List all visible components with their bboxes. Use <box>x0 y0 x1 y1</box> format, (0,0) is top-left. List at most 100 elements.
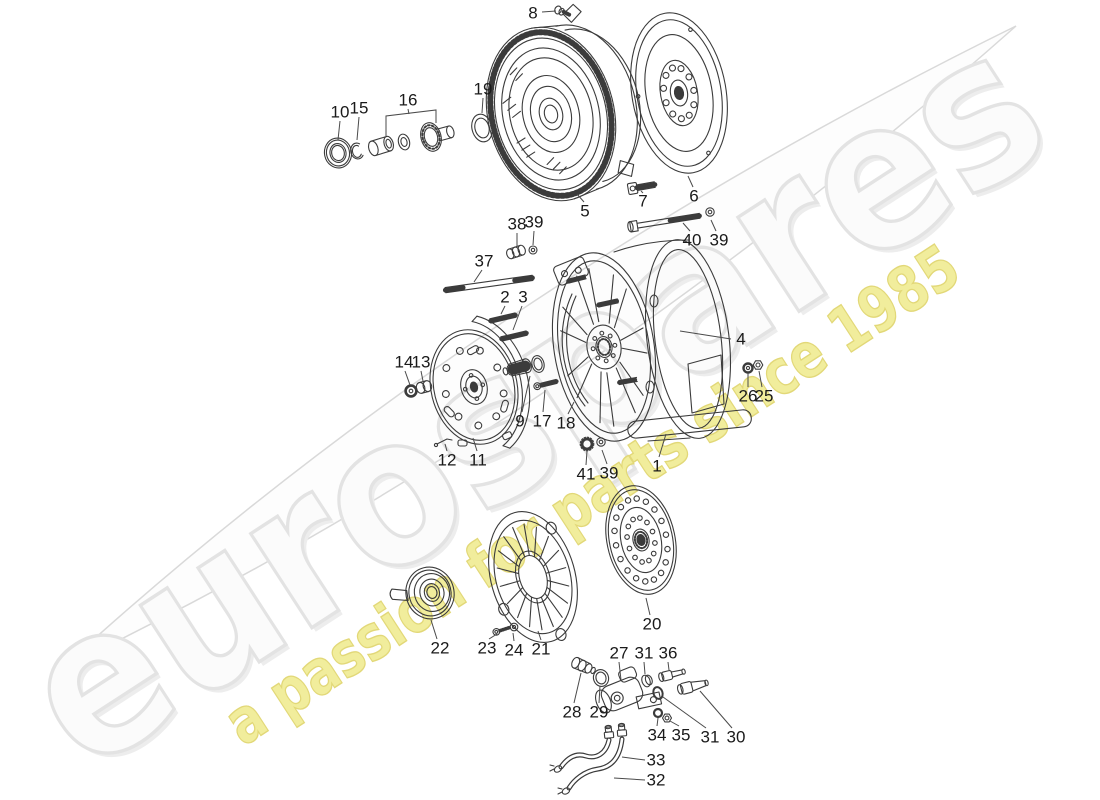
part-bleeder-36 <box>658 668 686 683</box>
leader-line-34 <box>656 717 659 727</box>
hole <box>632 574 640 582</box>
hole <box>706 150 711 156</box>
leader-line-29 <box>598 685 601 704</box>
part-bolt-7 <box>626 181 658 195</box>
part-bolt-17 <box>533 378 559 391</box>
spoke-edge <box>613 288 627 329</box>
leader-line-10 <box>337 120 341 141</box>
hole <box>660 84 668 92</box>
leader-line-20 <box>645 597 651 616</box>
part-callout-30: 30 <box>727 728 746 747</box>
hole <box>603 358 609 364</box>
leader-line-37 <box>473 269 483 283</box>
hole <box>592 335 598 341</box>
leader-line-41 <box>585 450 588 466</box>
hole <box>662 99 670 107</box>
spring-finger <box>538 535 549 562</box>
part-callout-29: 29 <box>590 703 609 722</box>
part-washer-26 <box>742 362 754 374</box>
leader-line-2 <box>500 305 506 315</box>
leader-line-35 <box>669 720 680 727</box>
hole <box>650 576 658 583</box>
spring-finger <box>540 596 554 628</box>
hole <box>662 71 670 79</box>
leader-line-17 <box>542 389 546 413</box>
hole <box>441 390 450 398</box>
hole <box>633 495 640 502</box>
hole <box>474 421 483 430</box>
part-callout-3: 3 <box>518 288 527 307</box>
spring-finger <box>533 526 537 558</box>
leader-line-8 <box>541 10 557 13</box>
hole <box>493 363 502 372</box>
hole <box>442 364 451 372</box>
spoke-edge <box>608 274 614 324</box>
part-callout-11: 11 <box>469 451 487 470</box>
leader-line-3 <box>512 305 523 331</box>
hole <box>662 531 670 538</box>
spoke-edge <box>567 356 589 377</box>
part-hoses-32-33 <box>549 722 628 795</box>
spoke-edge <box>615 367 636 414</box>
hole <box>635 94 641 99</box>
spring-finger <box>547 580 570 587</box>
part-callout-37: 37 <box>475 252 494 271</box>
leader-line-19 <box>481 97 484 114</box>
part-callout-6: 6 <box>689 187 698 206</box>
leader-line-32 <box>613 777 646 781</box>
swoosh-graphic <box>61 25 1017 669</box>
part-screw-8 <box>554 5 572 17</box>
spring-finger <box>506 587 523 605</box>
part-callout-21: 21 <box>532 640 551 659</box>
part-callout-4: 4 <box>736 330 745 349</box>
hole <box>611 527 618 535</box>
part-bushing-16a <box>367 135 395 157</box>
leader-line-9 <box>521 375 531 413</box>
hole <box>632 554 638 561</box>
spoke-edge <box>588 268 600 323</box>
part-callout-20: 20 <box>643 615 662 634</box>
part-transmission-case-1 <box>551 239 752 442</box>
part-callout-25: 25 <box>755 387 774 406</box>
part-callout-39: 39 <box>525 213 544 232</box>
hole <box>637 515 643 521</box>
part-bearing-10 <box>323 137 353 169</box>
part-stud-2 <box>488 312 518 324</box>
part-washer-41 <box>579 436 595 452</box>
part-ring-16b <box>397 133 411 151</box>
leader-line-23 <box>488 633 498 640</box>
part-callout-41: 41 <box>577 465 596 484</box>
part-callout-28: 28 <box>563 703 582 722</box>
spoke-edge <box>560 330 587 343</box>
part-washer-39c <box>596 437 606 447</box>
part-flywheel-6 <box>630 12 728 174</box>
hole <box>688 27 693 32</box>
part-fitting-28 <box>571 656 596 675</box>
part-callout-27: 27 <box>610 644 629 663</box>
part-ring-31a <box>641 674 653 688</box>
part-ring-31b <box>652 686 664 700</box>
part-nut-35 <box>661 713 673 723</box>
leader-line-27 <box>618 661 622 681</box>
part-washer-39b <box>528 245 538 255</box>
leader-line-4 <box>679 330 732 340</box>
hole <box>612 542 620 549</box>
hole <box>492 412 501 421</box>
hole <box>690 86 698 94</box>
hole <box>630 516 636 523</box>
part-plug-38 <box>506 244 526 260</box>
hole <box>642 578 649 585</box>
hole <box>652 540 658 546</box>
part-callout-19: 19 <box>474 80 493 99</box>
leader-line-31 <box>643 661 646 675</box>
leader-line-30 <box>699 690 733 729</box>
hole <box>658 517 665 525</box>
part-callout-34: 34 <box>648 726 667 745</box>
part-callout-8: 8 <box>528 4 537 23</box>
part-callout-35: 35 <box>672 726 691 745</box>
part-callout-32: 32 <box>647 771 666 790</box>
hole <box>612 342 618 348</box>
